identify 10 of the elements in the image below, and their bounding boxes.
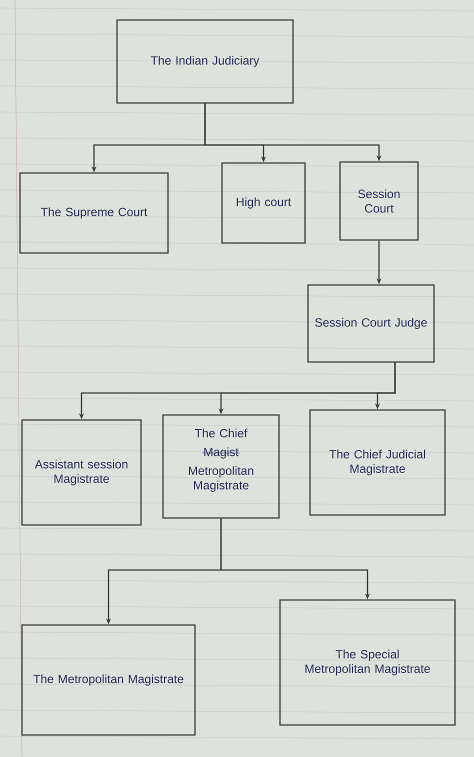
process-box: The Chief Magist Metropolitan Magistrate xyxy=(162,414,280,519)
process-box: The Special Metropolitan Magistrate xyxy=(279,599,456,726)
process-box: The Indian Judiciary xyxy=(116,19,294,104)
process-box: The Chief Judicial Magistrate xyxy=(309,409,446,516)
process-box: High court xyxy=(221,162,306,244)
process-box: The Supreme Court xyxy=(19,172,169,254)
process-box: Session Court xyxy=(339,161,419,241)
process-box: Assistant session Magistrate xyxy=(21,419,142,526)
process-box: Session Court Judge xyxy=(307,284,435,363)
process-box: The Metropolitan Magistrate xyxy=(21,624,196,736)
